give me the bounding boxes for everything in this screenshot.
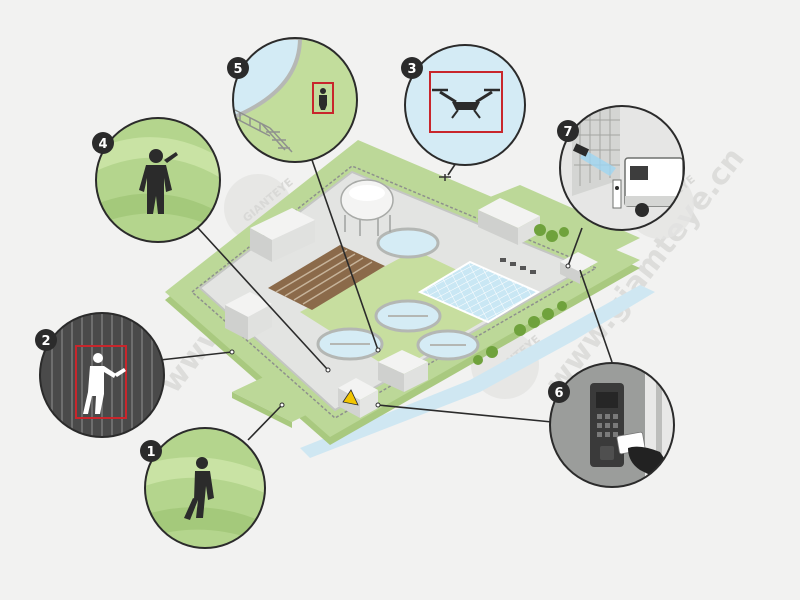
- tank-walkway-person-icon: [319, 88, 327, 110]
- parked-cars: [500, 258, 536, 274]
- callout-2-number: 2: [41, 334, 50, 349]
- callout-2: 2: [35, 312, 165, 438]
- clarifier-tanks: [316, 227, 480, 361]
- filter-pools: [417, 260, 541, 324]
- callout-7-number: 7: [563, 125, 572, 140]
- callout-7: 7: [557, 105, 685, 231]
- facility-map: [165, 140, 655, 458]
- perimeter-fence: [190, 165, 598, 419]
- warning-sign-icon: [342, 389, 359, 406]
- callout-1-number: 1: [146, 445, 155, 460]
- callout-5: 5: [227, 37, 358, 163]
- river: [300, 285, 655, 458]
- detection-box: [75, 345, 127, 419]
- sludge-beds: [268, 245, 385, 310]
- security-camera-icon: [572, 143, 590, 157]
- callout-6: 6: [548, 362, 675, 488]
- card-reader-icon: [590, 383, 624, 467]
- callout-1: 1: [140, 427, 266, 549]
- callout-4: 4: [92, 117, 221, 243]
- camera-beam: [580, 150, 616, 176]
- detection-box: [312, 82, 334, 114]
- fence-cutter-intruder-icon: [83, 353, 126, 414]
- detection-box: [429, 71, 503, 133]
- standing-intruder-icon: [139, 149, 178, 214]
- walking-person-icon: [184, 457, 214, 520]
- callout-4-number: 4: [98, 137, 107, 152]
- callout-6-number: 6: [554, 386, 563, 401]
- drone-marker-icon: [439, 174, 451, 181]
- callout-3-number: 3: [407, 62, 416, 77]
- drone-icon: [432, 88, 500, 119]
- callout-5-number: 5: [233, 62, 242, 77]
- callout-3: 3: [401, 44, 526, 166]
- trees: [473, 224, 569, 365]
- water-tower: [340, 179, 394, 236]
- leader-endpoints: [229, 263, 571, 408]
- walkway-railing: [234, 109, 293, 153]
- buildings: [225, 198, 598, 418]
- leader-lines: [159, 159, 613, 441]
